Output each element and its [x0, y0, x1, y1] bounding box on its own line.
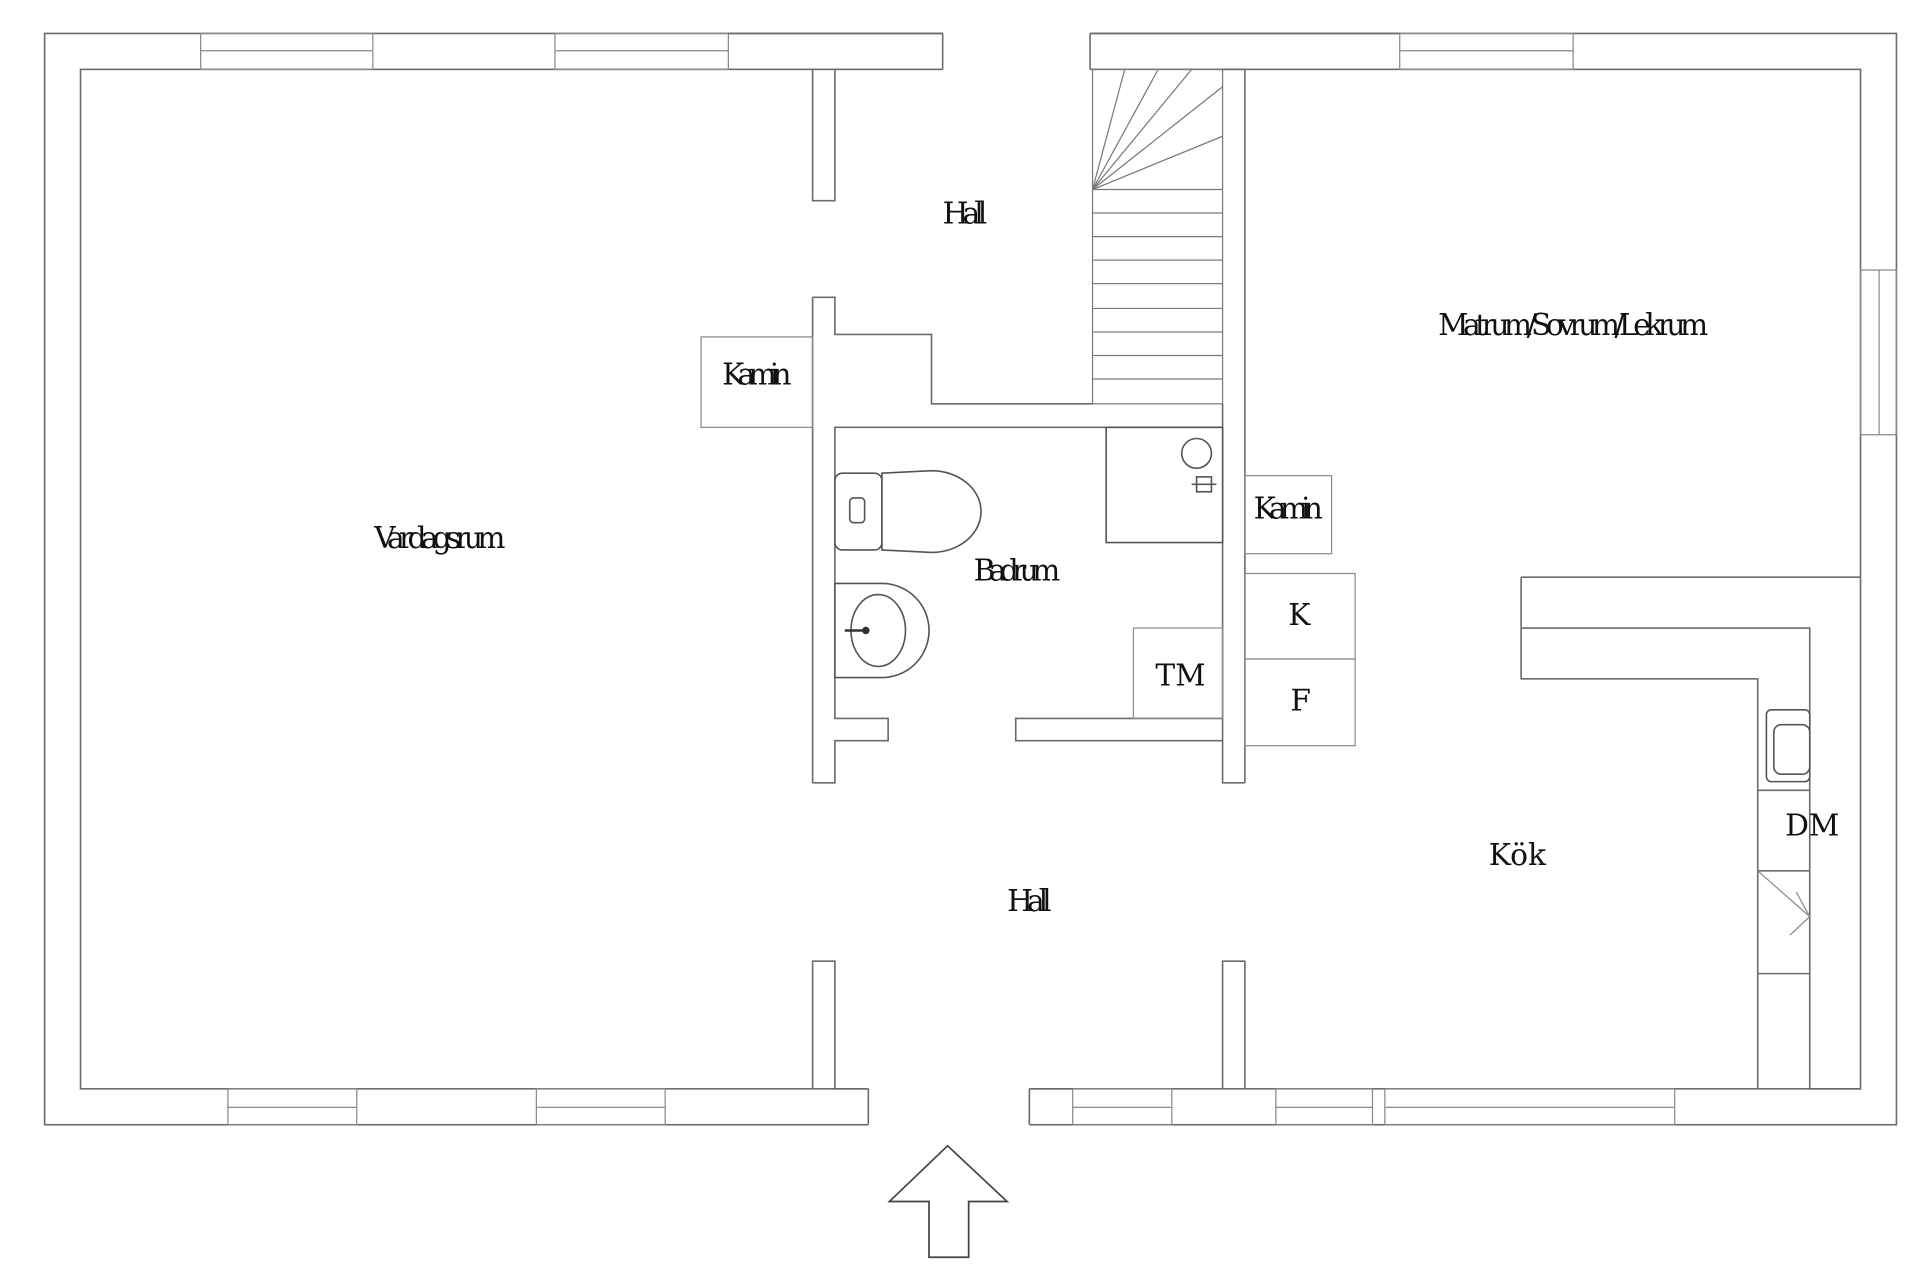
kitchen-sink-icon: [1765, 708, 1811, 783]
label-vardagsrum: Vardagsrum: [373, 521, 505, 556]
windows-bottom: [227, 1088, 1676, 1126]
label-hall-lower: Hall: [1007, 884, 1052, 919]
label-kamin-left: Kamin: [722, 358, 791, 393]
label-hall-upper: Hall: [943, 197, 988, 232]
label-matrum: Matrum/Sovrum/Lekrum: [1438, 308, 1708, 343]
hall-top-opening: [942, 30, 1091, 72]
entrance-jambs: [834, 1088, 1073, 1125]
label-k: K: [1288, 598, 1311, 633]
freezer-f-block: [1244, 658, 1356, 747]
label-badrum: Badrum: [974, 553, 1061, 588]
shower-icon: [1105, 426, 1224, 544]
label-tm: TM: [1155, 659, 1205, 694]
sink-icon: [834, 582, 930, 679]
entrance-arrow-icon: [887, 1144, 1010, 1259]
washer-tm-block: [1132, 627, 1224, 720]
toilet-icon: [834, 469, 982, 554]
window-right: [1859, 269, 1898, 436]
windows-top: [200, 32, 1574, 70]
label-dm: DM: [1785, 808, 1839, 843]
staircase-icon: [1091, 68, 1224, 405]
hall-top-walls: [728, 32, 1400, 70]
kamin-left-block: [700, 336, 814, 428]
label-kamin-right: Kamin: [1254, 491, 1323, 526]
stove-icon: [1757, 870, 1811, 936]
kitchen-counter: [1520, 576, 1861, 1090]
label-f: F: [1290, 683, 1311, 718]
entrance-opening: [868, 1087, 1030, 1128]
kamin-right-block: [1244, 475, 1333, 555]
label-kok: Kök: [1489, 838, 1547, 873]
